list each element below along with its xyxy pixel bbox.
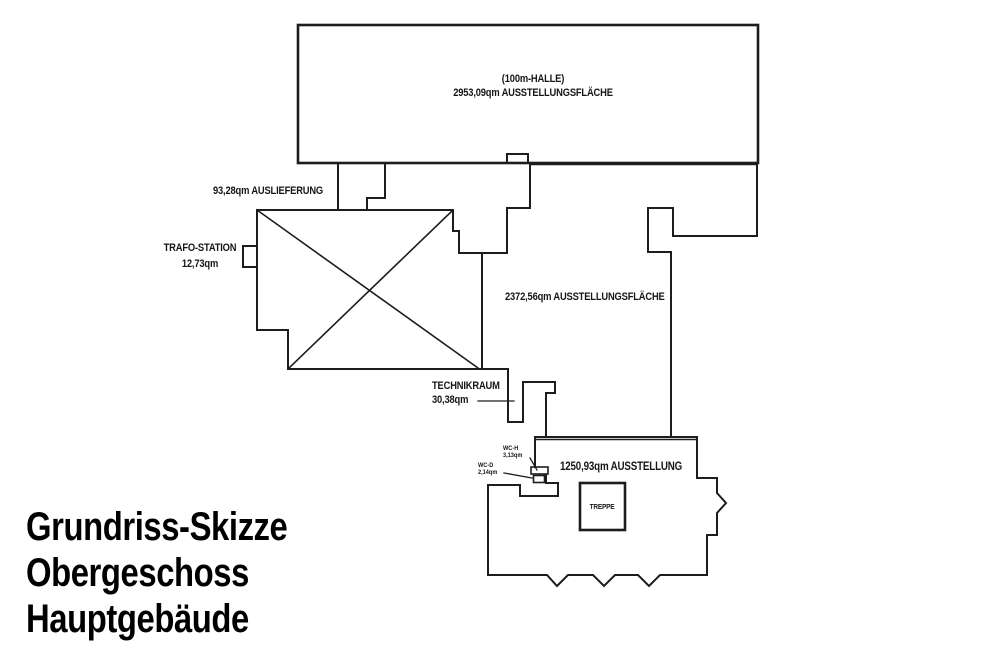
auslieferung-room-outline [337, 162, 386, 211]
auslieferung-label: 93,28qm AUSLIEFERUNG [213, 185, 324, 197]
technikraum-label: TECHNIKRAUM 30,38qm [432, 379, 500, 407]
halle-label: (100m-HALLE) 2953,09qm AUSSTELLUNGSFLÄCH… [453, 72, 613, 100]
exhibition-mid-boundary-left [452, 163, 531, 254]
crossed-area-diagonals [255, 208, 480, 371]
halle-label-line1: (100m-HALLE) [501, 73, 565, 85]
exhibition-mid-label: 2372,56qm AUSSTELLUNGSFLÄCHE [505, 291, 665, 303]
title-line3: Hauptgebäude [26, 597, 249, 641]
exhibition-lower-label: 1250,93qm AUSSTELLUNG [560, 461, 683, 473]
wc-h-label-line1: WC-H [503, 445, 519, 452]
wc-d-label-line1: WC-D [478, 462, 494, 469]
wc-d-label: WC-D 2,14qm [478, 462, 497, 476]
technikraum-label-line2: 30,38qm [432, 394, 469, 406]
trafo-label-line1: TRAFO-STATION [163, 242, 237, 254]
treppe-label: TREPPE [589, 502, 615, 511]
exhibition-mid-boundary-right [647, 163, 758, 437]
wc-h-label-line2: 3,13qm [503, 452, 523, 459]
wc-d-box [532, 474, 546, 484]
title-block: Grundriss-Skizze Obergeschoss Hauptgebäu… [26, 504, 288, 642]
wc-h-box [530, 466, 549, 475]
title-line1: Grundriss-Skizze [26, 505, 288, 549]
wc-h-label: WC-H 3,13qm [503, 445, 522, 459]
technikraum-label-line1: TECHNIKRAUM [432, 380, 500, 392]
trafo-label-line2: 12,73qm [181, 258, 219, 270]
treppe-box [578, 481, 627, 532]
wc-h-leader-line [529, 457, 538, 471]
halle-door-marking [506, 153, 529, 163]
halle-label-line2: 2953,09qm AUSSTELLUNGSFLÄCHE [453, 87, 613, 99]
crossed-area-outline [256, 209, 556, 437]
wc-d-label-line2: 2,14qm [478, 469, 498, 476]
wc-d-leader-line [503, 472, 533, 479]
trafo-station-box [242, 245, 258, 268]
title-line2: Obergeschoss [26, 551, 249, 595]
exhibition-lower-outline [487, 436, 728, 588]
trafo-station-label: TRAFO-STATION 12,73qm [164, 240, 237, 272]
